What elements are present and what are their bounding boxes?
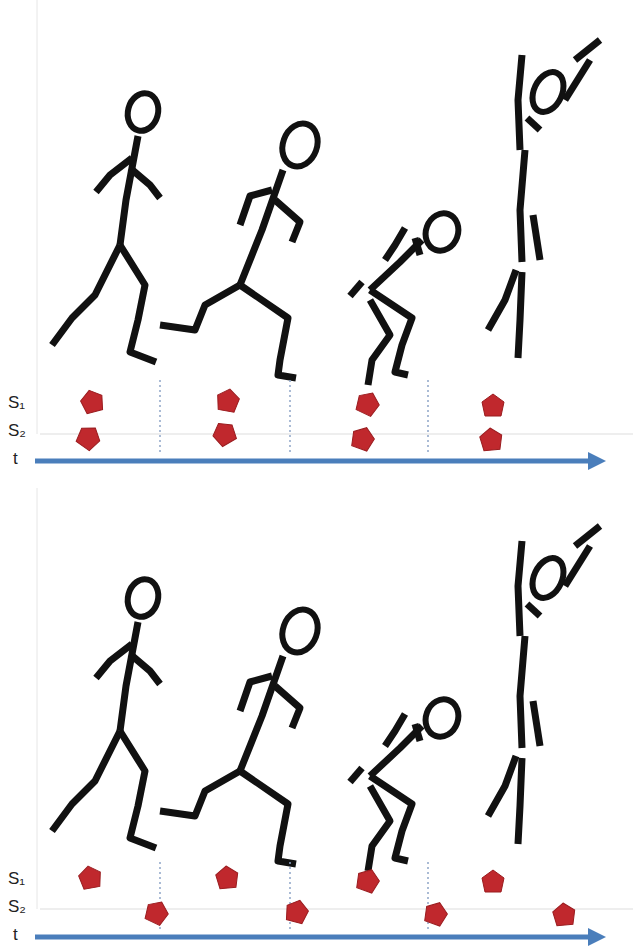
event-markers <box>77 864 576 927</box>
stick-figures <box>52 526 600 871</box>
time-dividers <box>160 862 428 932</box>
time-dividers <box>160 380 428 455</box>
signal-name: S₂ <box>8 421 26 441</box>
stick-figures <box>52 40 600 385</box>
signal-name: S₂ <box>8 897 26 917</box>
signal-name: S₁ <box>8 393 25 413</box>
time-axis <box>35 928 606 946</box>
signal-name: S₁ <box>8 869 25 889</box>
axis-label: t <box>13 925 18 945</box>
guide-line <box>37 0 38 434</box>
time-axis <box>35 452 606 470</box>
event-markers <box>74 387 504 452</box>
axis-label: t <box>13 449 18 469</box>
row-line <box>40 434 633 435</box>
guide-line <box>37 488 38 909</box>
row-line <box>40 909 633 910</box>
